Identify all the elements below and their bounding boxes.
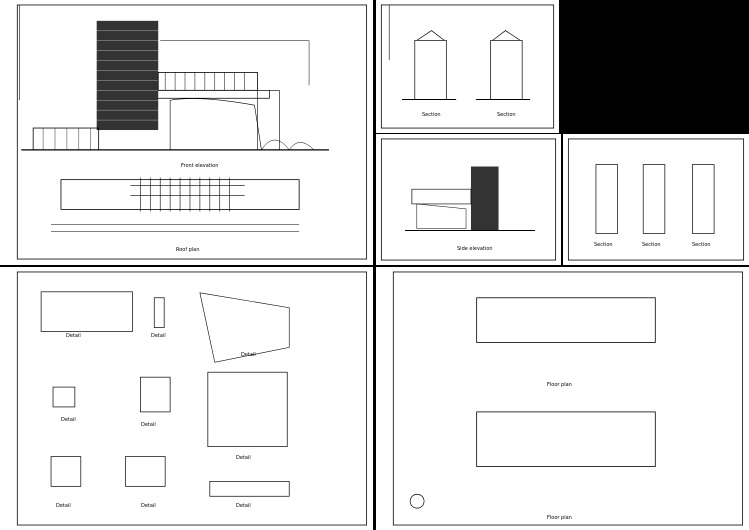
side-elevation-label: Side elevation	[457, 246, 493, 252]
detail-3-label: Detail	[241, 352, 256, 358]
plan-title: Roof plan	[176, 247, 200, 253]
sheet-sections-a: Section Section	[376, 0, 559, 133]
sections-b-drawing	[567, 138, 745, 261]
detail-7-label: Detail	[56, 503, 71, 509]
section-b-label: Section	[497, 112, 516, 118]
sheet-elevation-plan: Front elevation Roof plan	[0, 0, 373, 265]
detail-8-label: Detail	[141, 503, 156, 509]
sections-a-drawing	[380, 4, 555, 129]
detail-5-label: Detail	[141, 422, 156, 428]
detail-4-label: Detail	[61, 417, 76, 423]
detail-9-label: Detail	[236, 503, 251, 509]
details-drawing	[16, 271, 368, 526]
elevation-title: Front elevation	[181, 163, 219, 169]
section-a-label: Section	[422, 112, 441, 118]
detail-6-label: Detail	[236, 455, 251, 461]
floor-plans-drawing	[392, 271, 744, 526]
detail-1-label: Detail	[66, 333, 81, 339]
sheet-details: Detail Detail Detail Detail Detail Detai…	[0, 267, 373, 530]
elevation-plan-drawing	[16, 4, 368, 260]
sheet-side-elevation: Side elevation	[376, 134, 561, 265]
sheet-sections-b: Section Section Section	[563, 134, 749, 265]
floor-plan-bottom-label: Floor plan	[547, 515, 572, 521]
sheet-floor-plans: Floor plan Floor plan	[376, 267, 749, 530]
side-elevation-drawing	[380, 138, 557, 261]
section-d-label: Section	[642, 242, 661, 248]
floor-plan-top-label: Floor plan	[547, 382, 572, 388]
section-c-label: Section	[594, 242, 613, 248]
detail-2-label: Detail	[151, 333, 166, 339]
section-e-label: Section	[692, 242, 711, 248]
